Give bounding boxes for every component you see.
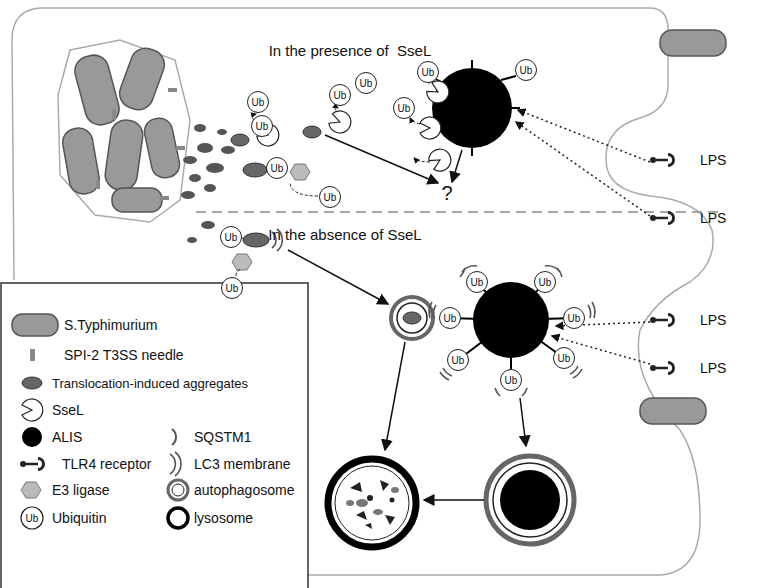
legend-text: SseL [52, 402, 84, 418]
node-text: Ub [422, 67, 435, 78]
legend-text: TLR4 receptor [62, 456, 151, 472]
node-text: Ub [252, 97, 265, 108]
node-text: Ub [324, 192, 337, 203]
ubiquitin-circle: Ub [355, 72, 377, 94]
ubiquitin-circle: Ub [393, 97, 415, 119]
node-text: Ub [225, 232, 238, 243]
node-text: Ub [539, 277, 552, 288]
legend-text: lysosome [194, 510, 253, 526]
ubiquitin-circle: Ub [534, 271, 556, 293]
ubiquitin-circle: Ub [515, 59, 537, 81]
ubiquitin-circle: Ub [251, 115, 273, 137]
ubiquitin-circle: Ub [266, 157, 288, 179]
node-text: Ub [360, 78, 373, 89]
node-text: Ub [505, 375, 518, 386]
node-text: Ub [398, 103, 411, 114]
section-title: In the presence of SseL [269, 42, 432, 59]
lps-label: LPS [700, 152, 726, 168]
legend-text: Translocation-induced aggregates [52, 376, 248, 391]
ubiquitin-circle: Ub [220, 226, 242, 248]
node-text: Ub [334, 90, 347, 101]
ubiquitin-circle: Ub [417, 61, 439, 83]
legend-text: Ubiquitin [52, 510, 106, 526]
node-text: Ub [444, 313, 457, 324]
node-text: Ub [520, 65, 533, 76]
legend-text: SQSTM1 [194, 429, 252, 445]
ubiquitin-circle: Ub [553, 347, 575, 369]
lps-label: LPS [700, 312, 726, 328]
ubiquitin-circle: Ub [447, 349, 469, 371]
ubiquitin-sample-text: Ub [26, 513, 39, 524]
node-text: Ub [256, 121, 269, 132]
ubiquitin-circle: Ub [439, 307, 461, 329]
node-text: Ub [471, 277, 484, 288]
ubiquitin-circle: Ub [247, 91, 269, 113]
node-text: Ub [452, 355, 465, 366]
legend-text: LC3 membrane [194, 456, 291, 472]
node-text: Ub [271, 163, 284, 174]
ubiquitin-circle: Ub [500, 369, 522, 391]
node-text: Ub [568, 313, 581, 324]
legend-text: ALIS [52, 429, 82, 445]
ubiquitin-circle: Ub [466, 271, 488, 293]
legend-text: S.Typhimurium [64, 317, 157, 333]
ubiquitin-circle: Ub [221, 277, 243, 299]
node-text: Ub [226, 283, 239, 294]
ubiquitin-circle: Ub [329, 84, 351, 106]
legend-text: E3 ligase [52, 482, 110, 498]
legend-text: autophagosome [194, 482, 294, 498]
ubiquitin-circle: Ub [563, 307, 585, 329]
question-mark: ? [441, 182, 452, 205]
lps-label: LPS [700, 360, 726, 376]
legend-text: SPI-2 T3SS needle [64, 347, 184, 363]
lps-label: LPS [700, 210, 726, 226]
ubiquitin-circle: Ub [319, 186, 341, 208]
node-text: Ub [558, 353, 571, 364]
section-title: In the absence of SseL [268, 226, 421, 243]
